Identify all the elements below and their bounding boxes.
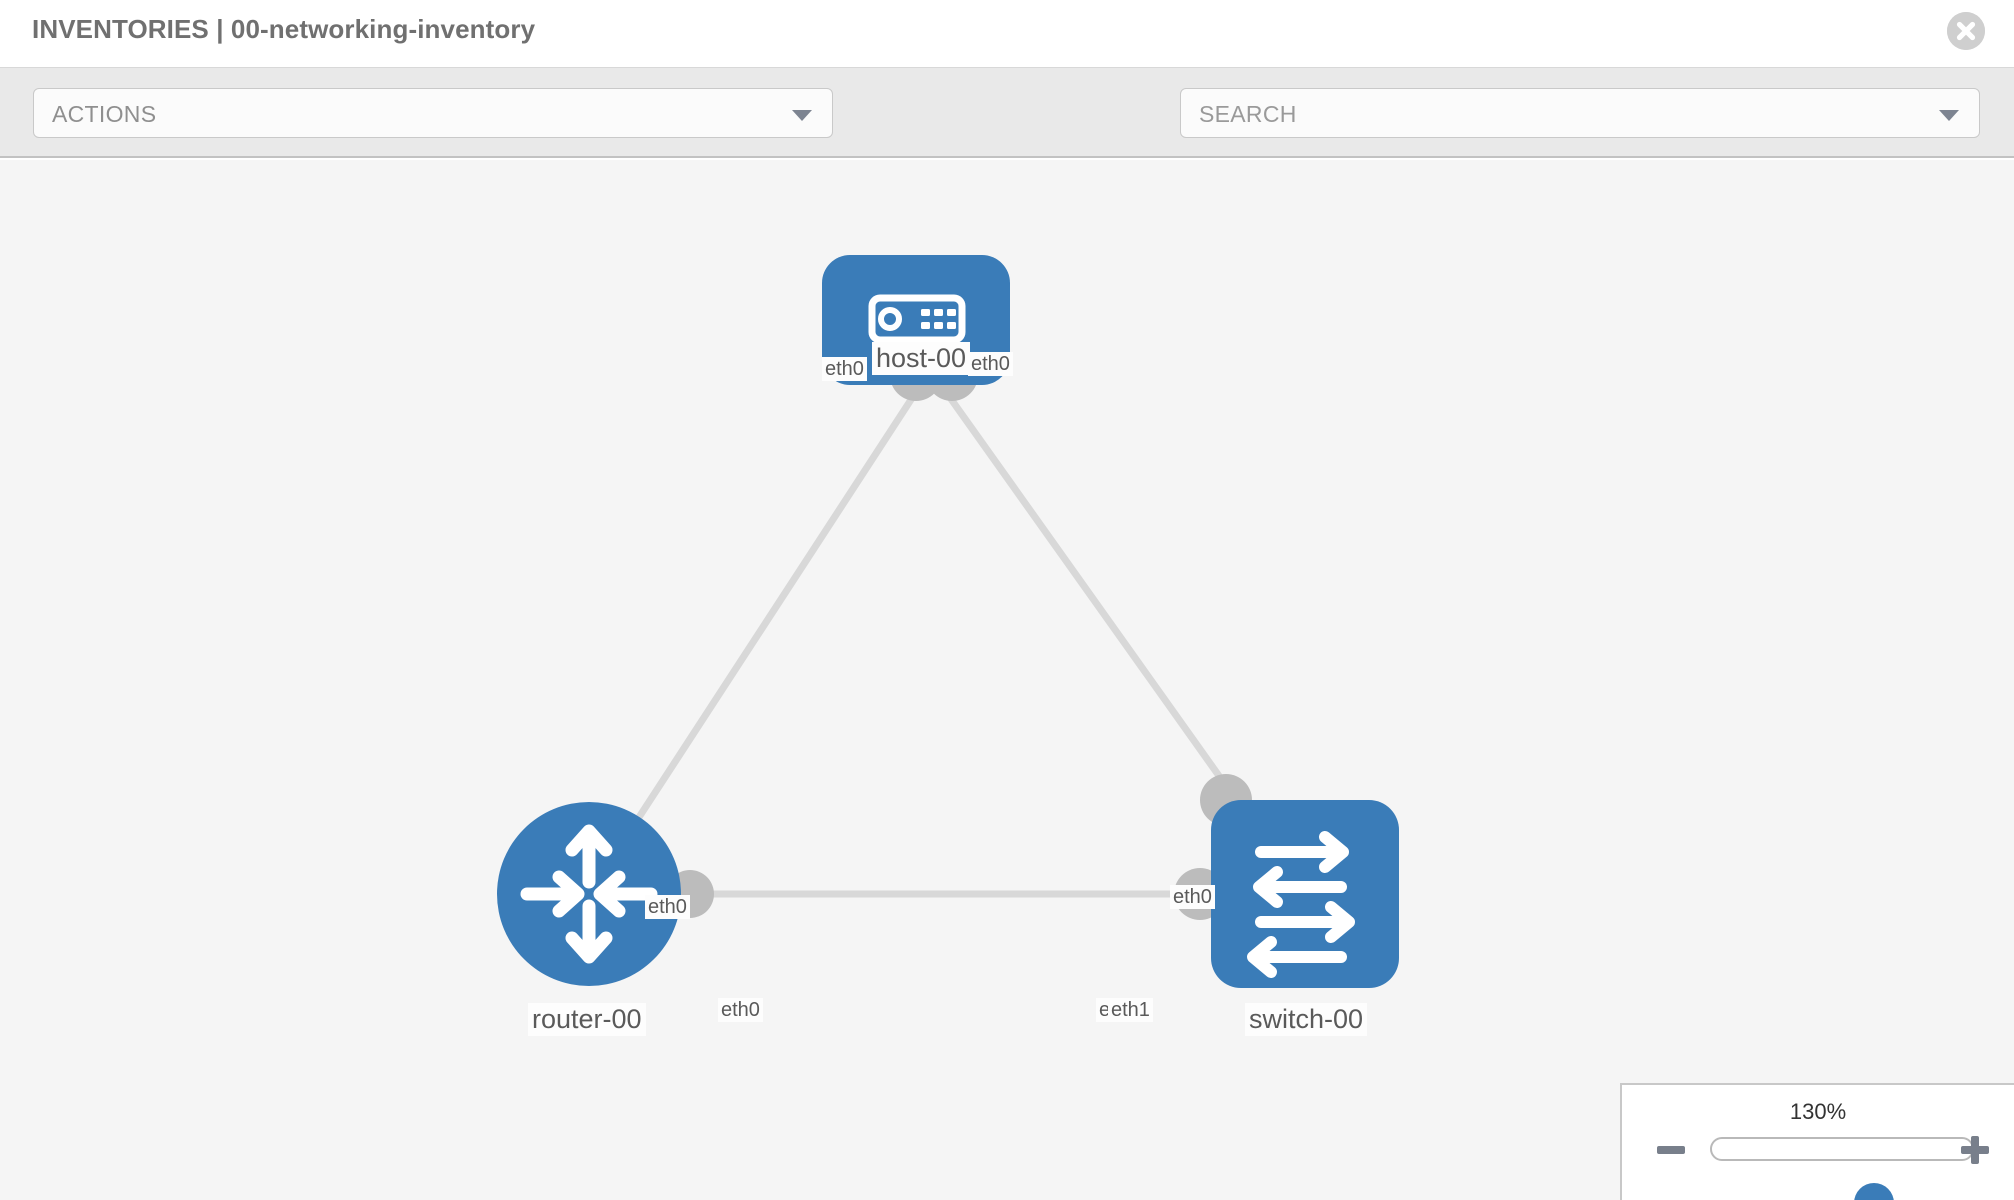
zoom-slider-track[interactable]: [1710, 1137, 1974, 1200]
edge-label-router-uplink: eth0: [645, 895, 690, 919]
edge-label-host-switch: eth0: [968, 352, 1013, 376]
node-label-host-00: host-00: [872, 342, 971, 375]
page-header: INVENTORIES | 00-networking-inventory: [0, 0, 2014, 68]
page-title: INVENTORIES | 00-networking-inventory: [32, 14, 536, 44]
topology-graph: [497, 255, 1399, 988]
edge-label-host-router: eth0: [822, 357, 867, 381]
switch-arrows-icon: [1247, 831, 1355, 978]
zoom-level-value: 130%: [1789, 1099, 1847, 1124]
search-input[interactable]: SEARCH: [1180, 88, 1980, 138]
node-label-router-00: router-00: [528, 1003, 646, 1036]
topology-links: [586, 389, 1306, 898]
zoom-slider-handle[interactable]: [1854, 1183, 1894, 1200]
toolbar: ACTIONS SEARCH: [0, 68, 2014, 200]
search-placeholder: SEARCH: [1199, 101, 1297, 127]
node-router-00[interactable]: [497, 802, 681, 986]
topology-canvas[interactable]: host-00 router-00 switch-00 eth0 eth0 et…: [0, 160, 2014, 1200]
link-host-router: [586, 390, 919, 896]
edge-label-router-right: eth0: [718, 998, 763, 1022]
node-switch-00[interactable]: [1211, 800, 1399, 988]
zoom-out-button[interactable]: [1654, 1133, 1688, 1167]
zoom-control-panel: 130%: [1620, 1083, 2014, 1200]
edge-label-switch-left-front: eth1: [1108, 998, 1153, 1022]
chevron-down-icon: [1939, 110, 1959, 121]
node-label-switch-00: switch-00: [1245, 1003, 1368, 1036]
chevron-down-icon: [792, 110, 812, 121]
close-icon[interactable]: [1947, 12, 1985, 50]
server-icon: [868, 294, 966, 344]
edge-label-switch-uplink: eth0: [1170, 885, 1215, 909]
actions-dropdown[interactable]: ACTIONS: [33, 88, 833, 138]
router-arrows-icon: [520, 824, 658, 964]
zoom-in-button[interactable]: [1958, 1133, 1992, 1167]
actions-dropdown-label: ACTIONS: [52, 101, 157, 127]
